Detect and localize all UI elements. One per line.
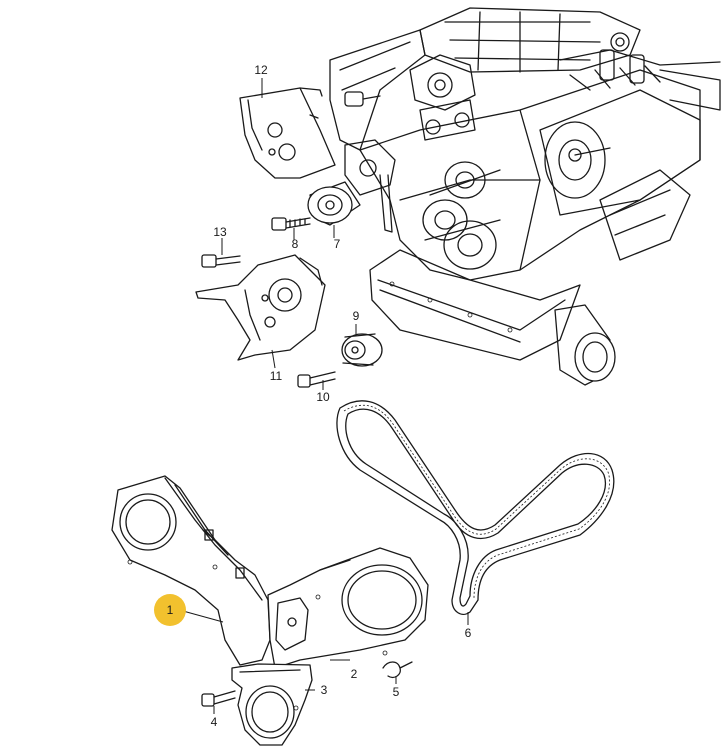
part-1-upper-timing-cover — [111, 475, 271, 666]
callout-10: 10 — [316, 390, 330, 404]
part-2-lower-timing-cover — [267, 547, 429, 669]
part-4-bolt — [201, 690, 236, 707]
part-13-bolt — [201, 254, 241, 268]
callout-5: 5 — [393, 685, 400, 699]
callout-7: 7 — [334, 237, 341, 251]
part-8-bolt — [271, 217, 311, 231]
part-9-idler-roller — [341, 333, 383, 367]
callout-8: 8 — [292, 237, 299, 251]
part-3-cover-bracket — [231, 663, 313, 746]
callout-2: 2 — [351, 667, 358, 681]
part-6-timing-belt — [336, 400, 615, 615]
callout-4: 4 — [211, 715, 218, 729]
part-12-upper-rear-cover — [239, 87, 336, 179]
engine-assembly — [329, 7, 721, 386]
callout-13: 13 — [213, 225, 227, 239]
callout-3: 3 — [321, 683, 328, 697]
part-10-bolt — [297, 371, 336, 388]
callout-11: 11 — [270, 369, 283, 383]
callout-6: 6 — [465, 626, 472, 640]
callout-9: 9 — [353, 309, 360, 323]
part-11-rear-cover-middle — [195, 254, 326, 361]
bolt-upper — [344, 91, 381, 107]
highlight-circle — [154, 594, 186, 626]
part-7-tension-roller — [307, 181, 361, 226]
part-5-clip — [382, 661, 413, 679]
callout-12: 12 — [254, 63, 268, 77]
callout-1: 1 — [167, 603, 174, 617]
leader-lines — [182, 78, 469, 714]
